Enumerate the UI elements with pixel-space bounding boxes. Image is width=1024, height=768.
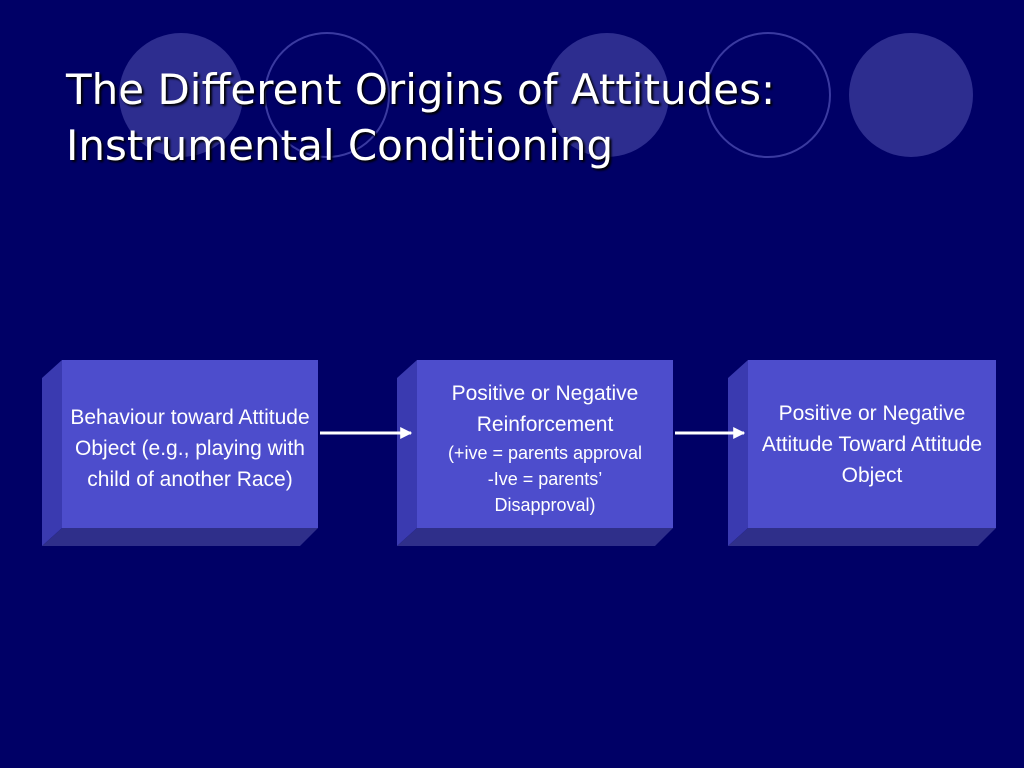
box-reinforcement-label: Positive or Negative Reinforcement — [451, 382, 639, 436]
box-behaviour-label: Behaviour toward Attitude Object (e.g., … — [70, 405, 310, 491]
title-line-1: The Different Origins of Attitudes: — [66, 65, 776, 114]
filled-circle-1 — [119, 33, 243, 157]
box-behaviour-side — [42, 360, 62, 546]
title-line-2: Instrumental Conditioning — [66, 121, 614, 170]
box-reinforcement-detail-1: (+ive = parents approval — [447, 443, 643, 463]
outline-circle-1 — [264, 32, 390, 158]
slide-title: The Different Origins of Attitudes: Inst… — [66, 62, 966, 174]
box-reinforcement-side — [397, 360, 417, 546]
box-attitude — [728, 360, 996, 546]
box-reinforcement-bottom — [397, 528, 673, 546]
box-attitude-label: Positive or Negative Attitude Toward Att… — [761, 402, 983, 487]
box-behaviour-text: Behaviour toward Attitude Object (e.g., … — [62, 368, 318, 528]
box-reinforcement-text: Positive or Negative Reinforcement (+ive… — [417, 372, 673, 524]
box-reinforcement — [397, 360, 673, 546]
box-attitude-side — [728, 360, 748, 546]
box-reinforcement-front — [417, 360, 673, 528]
box-reinforcement-detail-3: Disapproval) — [494, 495, 596, 515]
box-behaviour-front — [62, 360, 318, 528]
box-behaviour-bottom — [42, 528, 318, 546]
outline-circle-2 — [705, 32, 831, 158]
box-attitude-bottom — [728, 528, 996, 546]
box-reinforcement-detail-2: -Ive = parents’ — [487, 469, 603, 489]
filled-circle-2 — [545, 33, 669, 157]
filled-circle-3 — [849, 33, 973, 157]
box-attitude-front — [748, 360, 996, 528]
box-attitude-text: Positive or Negative Attitude Toward Att… — [748, 398, 996, 493]
box-behaviour — [42, 360, 318, 546]
